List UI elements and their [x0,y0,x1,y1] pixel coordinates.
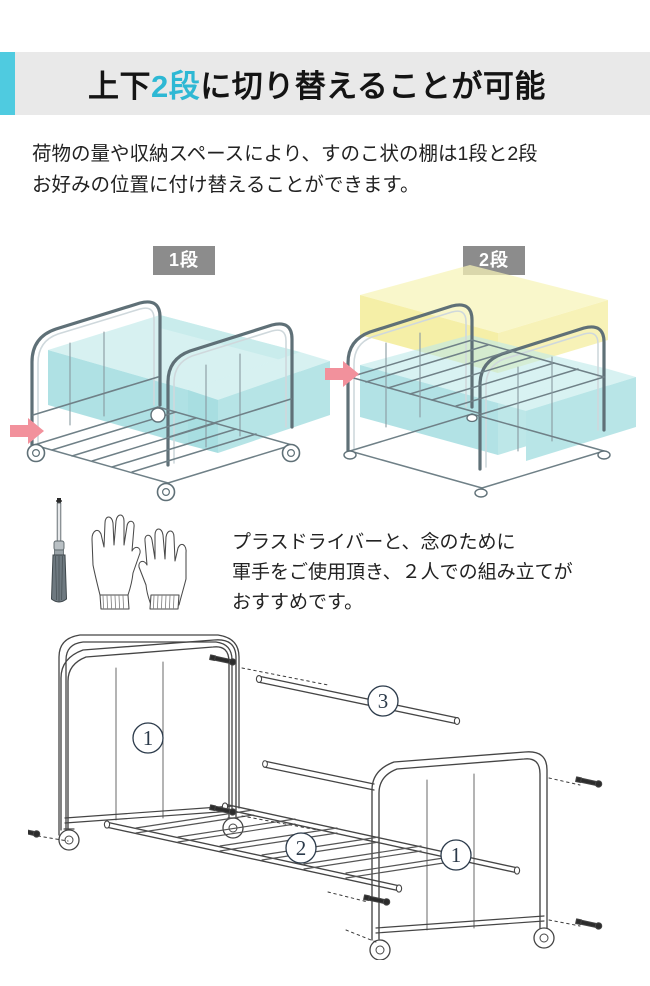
assembly-diagram: 1 1 2 3 [28,630,628,960]
part-number-1-left-text: 1 [143,726,154,750]
screw-set [28,654,603,943]
lead-line-1: 荷物の量や収納スペースにより、すのこ状の棚は1段と2段 [32,143,538,165]
plus-screwdriver-icon [50,498,68,603]
lead-line-2: お好みの位置に付け替えることができます。 [32,174,420,196]
page-title-prefix: 上下 [88,69,151,104]
side-frame-left [58,634,240,836]
header-accent-bar [0,52,15,115]
part-number-1-right: 1 [440,839,472,871]
work-gloves-icon [91,514,187,610]
part-number-3: 3 [367,685,399,717]
upper-connector-rail [262,760,375,791]
part-number-1-left: 1 [132,722,164,754]
page-title-highlight: 2段 [151,69,201,104]
cart-two-tier [343,265,636,498]
lead-paragraph: 荷物の量や収納スペースにより、すのこ状の棚は1段と2段 お好みの位置に付け替える… [32,139,632,201]
cart-one-tier [26,300,330,502]
header-band [0,52,650,115]
part-number-2: 2 [285,832,317,864]
tools-instruction-text: プラスドライバーと、念のために 軍手をご使用頂き、２人での組み立てが おすすめで… [232,528,632,618]
pointer-arrow-icon-left [10,418,44,444]
part-number-1-right-text: 1 [451,843,462,867]
storage-volume-teal-left [48,315,330,453]
side-frame-right-iso [369,751,555,960]
tools-illustration [38,495,228,615]
page-title-suffix: に切り替えることが可能 [200,69,546,104]
storage-volume-teal-right [360,335,636,461]
tools-text-line-1: プラスドライバーと、念のために [232,532,516,553]
top-rail [255,675,461,725]
badge-one-tier: 1段 [153,246,215,275]
pointer-arrow-icon-right [325,361,359,387]
part-number-labels: 1 1 2 3 [132,685,472,871]
part-number-3-text: 3 [378,689,389,713]
side-frame-left-iso [58,639,244,851]
tools-text-line-2: 軍手をご使用頂き、２人での組み立てが [232,562,573,583]
part-number-2-text: 2 [296,836,307,860]
tools-text-line-3: おすすめです。 [232,592,364,613]
